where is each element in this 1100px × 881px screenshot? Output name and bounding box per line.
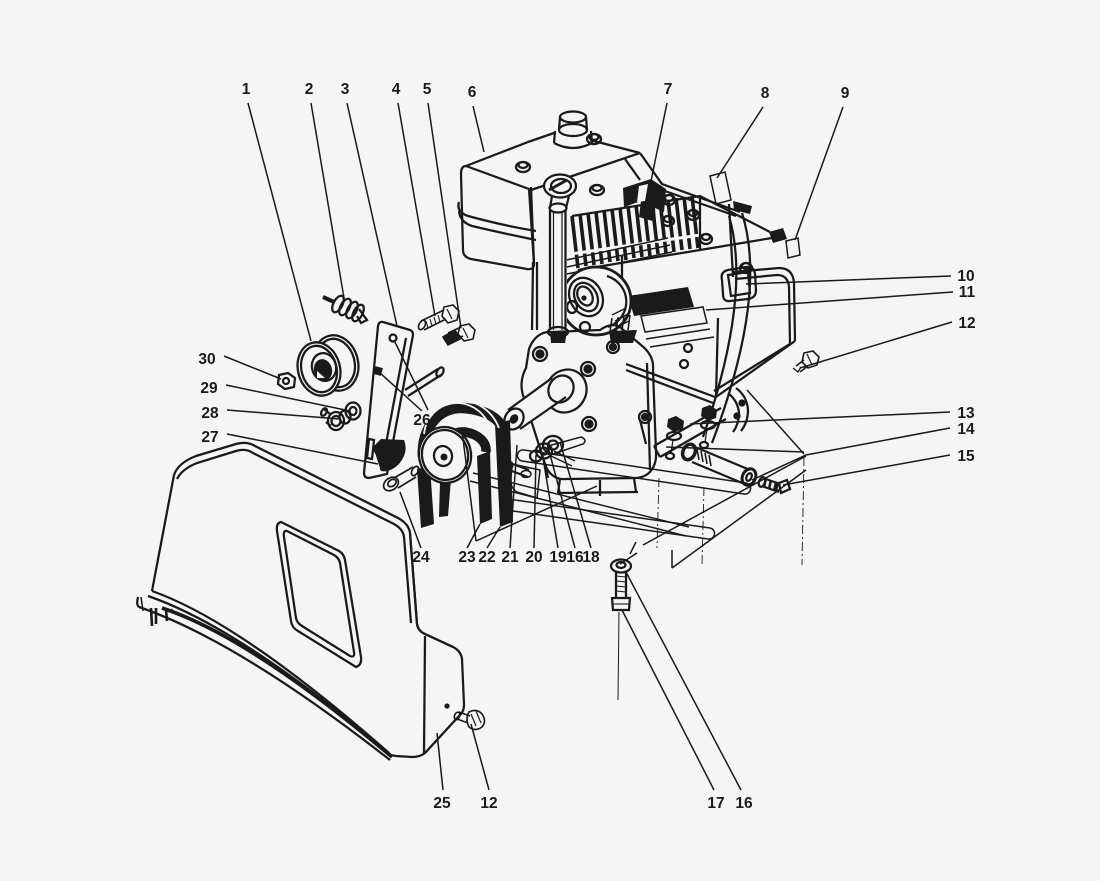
svg-text:28: 28 [201, 405, 219, 422]
svg-text:2: 2 [305, 81, 314, 98]
svg-text:29: 29 [200, 380, 218, 397]
svg-text:13: 13 [957, 405, 975, 422]
svg-text:17: 17 [707, 795, 724, 812]
svg-text:16: 16 [735, 795, 753, 812]
svg-text:26: 26 [413, 412, 431, 429]
svg-text:6: 6 [468, 84, 477, 101]
svg-text:5: 5 [423, 81, 432, 98]
svg-text:12: 12 [480, 795, 497, 812]
svg-text:25: 25 [433, 795, 451, 812]
svg-text:9: 9 [841, 85, 850, 102]
svg-text:10: 10 [957, 268, 974, 285]
svg-text:19: 19 [549, 549, 567, 566]
svg-text:22: 22 [478, 549, 495, 566]
svg-text:20: 20 [525, 549, 542, 566]
svg-text:4: 4 [392, 81, 401, 98]
svg-text:12: 12 [958, 315, 975, 332]
svg-text:1: 1 [242, 81, 251, 98]
svg-text:18: 18 [582, 549, 600, 566]
svg-text:24: 24 [412, 549, 430, 566]
svg-text:15: 15 [957, 448, 975, 465]
svg-text:14: 14 [957, 421, 975, 438]
svg-text:30: 30 [198, 351, 215, 368]
svg-text:27: 27 [201, 429, 218, 446]
svg-text:16: 16 [566, 549, 584, 566]
svg-text:21: 21 [501, 549, 519, 566]
svg-text:23: 23 [458, 549, 476, 566]
svg-text:7: 7 [664, 81, 673, 98]
svg-text:8: 8 [761, 85, 770, 102]
svg-text:3: 3 [341, 81, 350, 98]
svg-text:11: 11 [959, 284, 976, 301]
